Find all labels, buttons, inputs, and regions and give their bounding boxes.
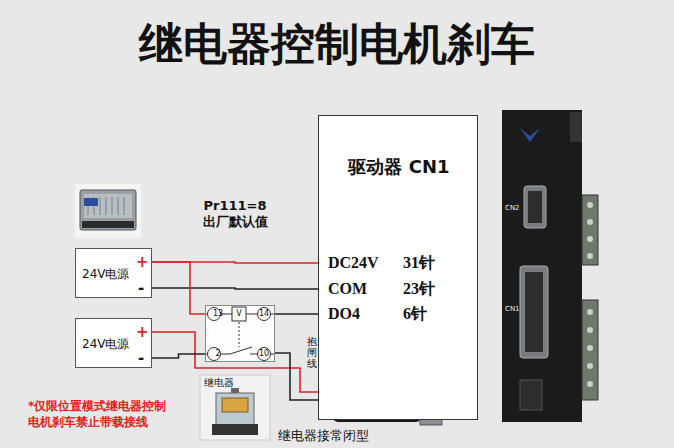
terminal-label: V (231, 308, 247, 320)
photo-label: 继电器 (204, 377, 234, 389)
power-box: 24V电源 + - (75, 248, 152, 298)
box-label: 24V电源 (82, 336, 129, 352)
terminal-label: DO4 (328, 305, 360, 323)
wire (275, 313, 318, 315)
relay-photo (200, 375, 270, 440)
terminal-label: 31针 (403, 254, 435, 272)
terminal-label: - (138, 280, 144, 296)
box-label: 13 (210, 308, 226, 320)
wire (152, 262, 205, 314)
wire (152, 354, 205, 358)
terminal-label: DC24V (328, 254, 379, 272)
terminal-label: 23针 (403, 280, 435, 298)
terminal-label: 6针 (403, 305, 427, 323)
terminal-label: + (136, 324, 149, 340)
wire-label: 抱闸线 (307, 336, 317, 369)
power-box: 24V电源 + - (75, 318, 152, 368)
wire (152, 288, 318, 289)
relay-box: 13 V 14 2 10 (205, 305, 275, 362)
terminal-label: COM (328, 280, 367, 298)
driver-box: 驱动器 CN1DC24V 31针 COM 23针 DO4 6针 (318, 115, 478, 420)
warning-note: *仅限位置模式继电器控制 电机刹车禁止带载接线 (28, 398, 203, 430)
parameter-note: 出厂默认值 (195, 214, 275, 230)
connector-label: CN2 (505, 204, 520, 213)
terminal-label: 14 (256, 308, 272, 320)
caption-note: 继电器接常闭型 (278, 428, 369, 444)
box-label: 驱动器 CN1 (323, 156, 475, 178)
terminal-label: - (138, 350, 144, 366)
box-label: 24V电源 (82, 266, 129, 282)
terminal-label: 10 (256, 348, 272, 360)
connector-label: CN1 (505, 305, 520, 314)
power-supply-photo (75, 184, 141, 238)
terminal-label: + (136, 254, 149, 270)
terminal-label: 2 (210, 348, 226, 360)
parameter-note: Pr111=8 (195, 198, 275, 214)
driver-photo (502, 110, 598, 422)
title: 继电器控制电机刹车 (0, 16, 674, 72)
